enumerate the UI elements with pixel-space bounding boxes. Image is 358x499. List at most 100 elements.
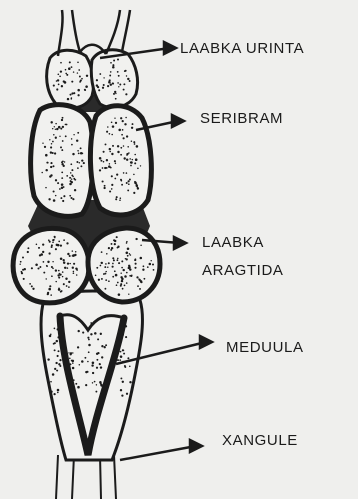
stipple-dot [110, 249, 112, 251]
stipple-dot [63, 80, 65, 82]
stipple-dot [101, 356, 103, 358]
stipple-dot [57, 274, 59, 276]
stipple-dot [103, 161, 105, 163]
stipple-dot [62, 276, 63, 277]
stipple-dot [57, 79, 59, 81]
stipple-dot [92, 372, 94, 374]
stipple-dot [69, 358, 71, 360]
stipple-dot [120, 272, 121, 273]
stipple-dot [128, 294, 129, 295]
stipple-dot [104, 185, 106, 187]
stipple-dot [96, 267, 98, 269]
stipple-dot [143, 265, 145, 267]
stipple-dot [54, 342, 56, 344]
stipple-dot [57, 73, 59, 75]
stipple-dot [59, 365, 61, 367]
stipple-dot [59, 359, 61, 361]
stipple-dot [129, 275, 131, 277]
stipple-dot [70, 172, 72, 174]
stipple-dot [120, 154, 122, 156]
stipple-dot [106, 131, 108, 133]
stipple-dot [46, 162, 48, 164]
stipple-dot [103, 84, 105, 86]
stipple-dot [127, 146, 129, 148]
stipple-dot [111, 188, 113, 190]
stipple-dot [125, 93, 127, 95]
stipple-dot [94, 332, 97, 335]
stipple-dot [126, 159, 128, 161]
stipple-dot [132, 159, 133, 160]
stipple-dot [109, 133, 111, 135]
stipple-dot [126, 282, 128, 284]
stipple-dot [90, 322, 92, 324]
stipple-dot [134, 154, 136, 156]
stipple-dot [117, 145, 119, 147]
stipple-dot [72, 367, 75, 370]
stipple-dot [63, 239, 65, 241]
stipple-dot [117, 359, 119, 361]
stipple-dot [122, 129, 124, 131]
stipple-dot [126, 252, 129, 255]
stipple-dot [49, 241, 51, 243]
stipple-dot [51, 275, 53, 277]
stipple-dot [118, 86, 119, 87]
stipple-dot [127, 248, 130, 251]
stipple-dot [104, 167, 106, 169]
stipple-dot [100, 160, 102, 162]
stipple-dot [76, 139, 78, 141]
stipple-dot [107, 126, 109, 128]
stipple-dot [105, 279, 107, 281]
stipple-dot [54, 368, 56, 370]
stipple-dot [126, 258, 128, 260]
leader-spinal [120, 446, 196, 460]
stipple-dot [36, 244, 38, 246]
stipple-dot [152, 263, 154, 265]
stipple-dot [70, 375, 71, 376]
stipple-dot [78, 69, 80, 71]
stipple-dot [112, 82, 113, 83]
stipple-dot [132, 123, 134, 125]
stipple-dot [126, 75, 127, 76]
stipple-dot [88, 339, 90, 341]
stipple-dot [80, 147, 82, 149]
label-optic-lobe-line2: ARAGTIDA [202, 262, 283, 280]
stipple-dot [129, 179, 131, 181]
stipple-dot [53, 165, 55, 167]
stipple-dot [98, 89, 100, 91]
stipple-dot [81, 78, 83, 80]
stipple-dot [39, 266, 41, 268]
stipple-dot [82, 332, 84, 334]
stipple-dot [112, 257, 114, 259]
stipple-dot [92, 362, 95, 365]
stipple-dot [63, 259, 65, 261]
stipple-dot [112, 125, 115, 128]
stipple-dot [121, 267, 123, 269]
stipple-dot [108, 280, 110, 282]
stipple-dot [55, 269, 57, 271]
stipple-dot [71, 138, 73, 140]
stipple-dot [24, 268, 26, 270]
stipple-dot [135, 238, 137, 240]
stipple-dot [114, 118, 115, 119]
stipple-dot [29, 283, 31, 285]
stipple-dot [118, 129, 121, 132]
stipple-dot [110, 167, 112, 169]
stipple-dot [134, 259, 136, 261]
stipple-dot [117, 58, 119, 60]
stipple-dot [73, 92, 75, 94]
stipple-dot [57, 328, 59, 330]
stipple-dot [111, 153, 113, 155]
stipple-dot [60, 128, 62, 130]
stipple-dot [85, 85, 88, 88]
stipple-dot [54, 328, 56, 330]
stipple-dot [109, 148, 111, 150]
stipple-dot [120, 389, 122, 391]
stipple-dot [129, 381, 131, 383]
stipple-dot [79, 76, 81, 78]
stipple-dot [84, 89, 86, 91]
stipple-dot [96, 384, 97, 385]
label-cerebrum: SERIBRAM [200, 110, 283, 128]
stipple-dot [140, 281, 142, 283]
stipple-dot [100, 333, 102, 335]
